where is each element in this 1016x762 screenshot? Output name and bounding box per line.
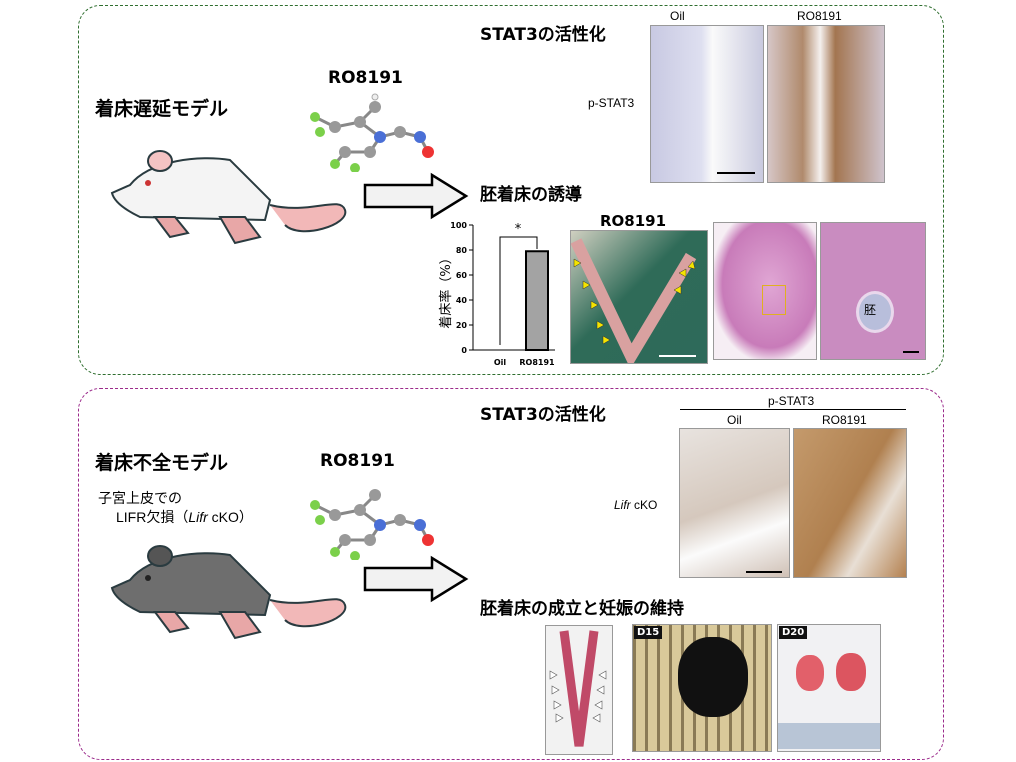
lifr-ro8191-image (793, 428, 907, 578)
tag-d20: D20 (779, 626, 808, 639)
subtitle-gene: Lifr (188, 509, 208, 525)
he-section-high-mag-image: 胚 (820, 222, 926, 360)
subtitle-line1: 子宮上皮での (98, 490, 182, 506)
y-tick-label: 0 (461, 346, 467, 355)
y-axis-label: 着床率（%） (438, 251, 454, 328)
header-line (680, 409, 906, 410)
bar-ro8191 (525, 250, 549, 351)
white-mouse-illustration (110, 150, 347, 245)
row-lifr-cko: Lifr cKO (614, 498, 657, 512)
photo-title: RO8191 (600, 212, 667, 230)
pups-d20-image: D20 (777, 624, 881, 752)
subtitle-prefix: LIFR欠損（ (116, 509, 189, 525)
arrow-icon (363, 555, 469, 603)
maintenance-title: 胚着床の成立と妊娠の維持 (480, 599, 684, 619)
compound-label: RO8191 (328, 68, 403, 88)
compound-label: RO8191 (320, 451, 395, 471)
uterus-cko-image (545, 625, 613, 755)
embryo-label: 胚 (864, 303, 877, 317)
arrow-icon (363, 172, 469, 220)
delayed-implantation-panel (78, 5, 944, 375)
pstat3-header: p-STAT3 (768, 394, 815, 408)
col-oil: Oil (670, 9, 685, 23)
subtitle-line2: LIFR欠損（Lifr cKO） (116, 507, 253, 527)
he-section-low-mag-image (713, 222, 817, 360)
implantation-failure-panel (78, 388, 944, 760)
zoom-box (762, 285, 786, 315)
stat3-title: STAT3の活性化 (480, 25, 606, 45)
x-label-ro8191: RO8191 (519, 358, 555, 367)
col-oil: Oil (727, 413, 742, 427)
y-tick-label: 20 (456, 321, 468, 330)
stat3-title: STAT3の活性化 (480, 405, 606, 425)
significance-bracket (499, 236, 538, 345)
y-tick-label: 100 (450, 221, 467, 230)
subtitle-suffix: cKO） (207, 509, 253, 525)
row-gene: Lifr (614, 498, 631, 512)
significance-star: * (515, 222, 522, 237)
uterus-ro8191-image (570, 230, 708, 369)
pstat3-oil-image (650, 25, 764, 183)
col-ro8191: RO8191 (822, 413, 867, 427)
tag-d15: D15 (634, 626, 663, 639)
implantation-rate-chart: 0 20 40 60 80 100 * Oil RO8191 着床率（%） (438, 221, 555, 367)
y-tick-label: 40 (456, 296, 468, 305)
scale-bar (746, 571, 782, 573)
pregnant-mouse-d15-image: D15 (632, 624, 772, 752)
row-suffix: cKO (630, 498, 658, 512)
x-label-oil: Oil (494, 358, 507, 367)
uterus-with-arrowheads (570, 238, 697, 369)
y-tick-label: 80 (456, 246, 468, 255)
y-tick-label: 60 (456, 271, 468, 280)
lifr-oil-image (679, 428, 790, 578)
induction-title: 胚着床の誘導 (480, 185, 582, 205)
row-pstat3: p-STAT3 (588, 96, 635, 110)
model-title: 着床不全モデル (95, 452, 229, 474)
col-ro8191: RO8191 (797, 9, 842, 23)
model-title: 着床遅延モデル (95, 98, 229, 120)
scale-bar (903, 351, 919, 353)
ro8191-molecule (310, 489, 434, 560)
gray-mouse-illustration (110, 545, 347, 640)
pstat3-ro8191-image (767, 25, 885, 183)
scale-bar (717, 172, 755, 174)
ro8191-molecule (310, 93, 434, 172)
